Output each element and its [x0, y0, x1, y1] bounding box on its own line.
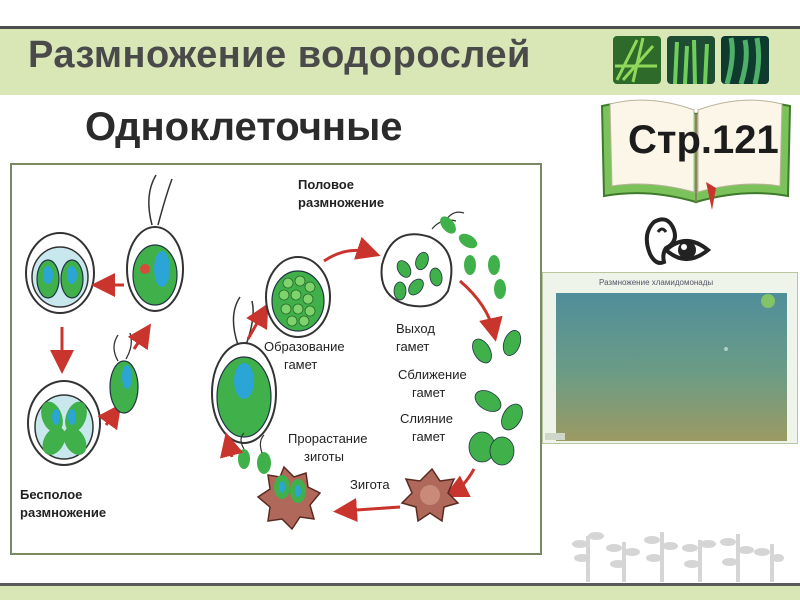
page-reference: Стр.121: [628, 118, 779, 162]
eye-ear-icon: [640, 214, 712, 270]
gamete-formation-line2: гамет: [284, 357, 317, 372]
video-screen[interactable]: [556, 293, 787, 441]
video-control[interactable]: [545, 433, 565, 440]
gamete-exit-line2: гамет: [396, 339, 429, 354]
chlamydomonas-cell: [126, 174, 184, 312]
sexual-label-line1: Половое: [298, 177, 354, 192]
approaching-gametes: [468, 330, 523, 466]
algae-thumbnail-1: [613, 36, 661, 84]
zoospore: [109, 332, 139, 414]
fusion-line1: Слияние: [400, 411, 453, 426]
algae-thumbnail-3: [721, 36, 769, 84]
asexual-label-line2: размножение: [20, 505, 106, 520]
sexual-label-line2: размножение: [298, 195, 384, 210]
mother-cell: [211, 296, 277, 444]
asexual-label-line1: Бесполое: [20, 487, 82, 502]
life-cycle-diagram: Бесполое размножение Половое размножение…: [10, 163, 542, 555]
germination-line2: зиготы: [304, 449, 344, 464]
slide-subtitle: Одноклеточные: [85, 105, 403, 149]
fusion-line2: гамет: [412, 429, 445, 444]
gamete-formation-line1: Образование: [264, 339, 345, 354]
germinating-zygote: [238, 432, 322, 531]
gamete-exit-line1: Выход: [396, 321, 435, 336]
sporangium-four-cells: [27, 380, 101, 466]
slide-title: Размножение водорослей: [28, 34, 531, 76]
footer-line: [0, 583, 800, 586]
sporangium-two-cells: [25, 232, 95, 314]
video-title: Размножение хламидомонады: [599, 278, 714, 287]
algae-thumbnail-2: [667, 36, 715, 84]
zygote: [400, 467, 460, 523]
zygote-label: Зигота: [350, 477, 390, 492]
gamete-formation-cell: [265, 256, 331, 338]
germination-line1: Прорастание: [288, 431, 367, 446]
approach-line1: Сближение: [398, 367, 467, 382]
plant-decoration-icon: [572, 522, 784, 582]
title-band: [0, 26, 800, 95]
video-player[interactable]: Размножение хламидомонады: [542, 272, 798, 444]
open-book-icon: [598, 92, 794, 212]
gamete-exit-cell: [380, 211, 506, 308]
footer-strip: [0, 586, 800, 600]
approach-line2: гамет: [412, 385, 445, 400]
top-bar: [0, 0, 800, 26]
